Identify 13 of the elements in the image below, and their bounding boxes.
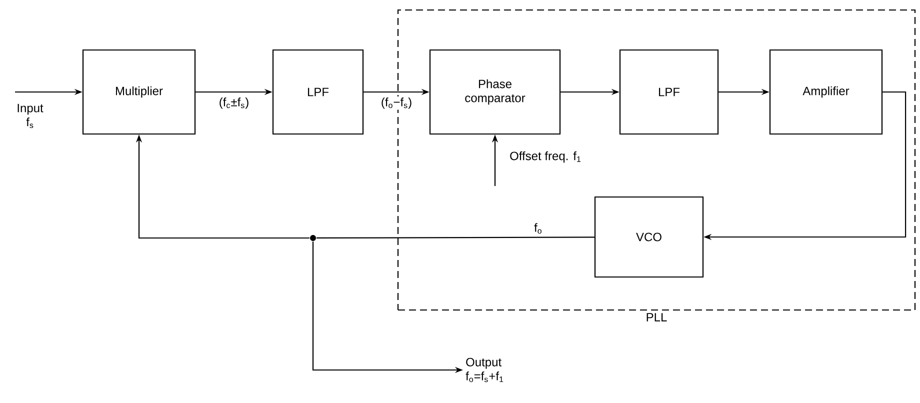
block-box: Amplifier [769, 49, 883, 135]
input-label: Input f$_{s}$ [18, 104, 44, 128]
block-box: VCO [594, 196, 704, 278]
edge-label: (f$_{o}$−f$_{s}$) [382, 98, 412, 109]
block-box: Multiplier [82, 49, 196, 135]
edge-label: f$_{o}$ [534, 223, 542, 234]
edge-label: (f$_{c}$±f$_{s}$) [220, 98, 248, 109]
block-box: Phase comparator [429, 49, 561, 135]
node-label: PLL [646, 313, 667, 322]
output-text: Output f$_{o}$=f$_{s}$+f$_{1}$ [466, 358, 504, 382]
block-box: LPF [619, 49, 719, 135]
offset-label: Offset freq. f$_{1}$ [510, 151, 581, 163]
block-box: LPF [272, 49, 364, 135]
